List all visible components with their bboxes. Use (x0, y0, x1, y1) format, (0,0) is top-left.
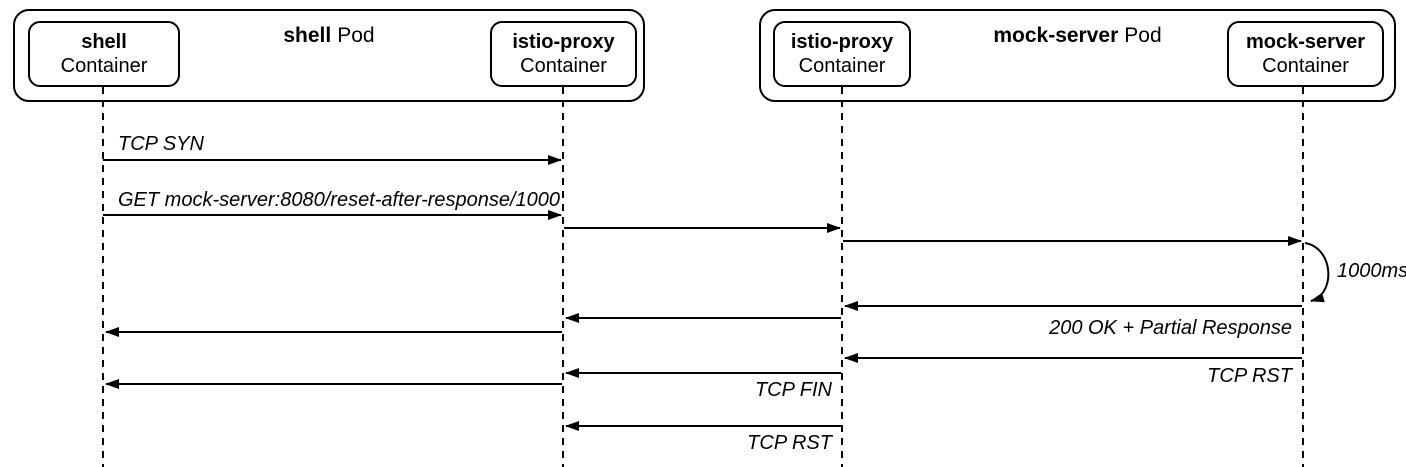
timer-self-loop (1304, 242, 1330, 303)
container-name: istio-proxy (790, 31, 894, 53)
container-kind-label: Container (520, 55, 607, 77)
pod-kind-label: Pod (337, 24, 375, 47)
container-box-istio-proxy-shell-pod: istio-proxy Container (490, 21, 637, 87)
container-box-shell: shell Container (28, 21, 180, 87)
container-kind-label: Container (60, 55, 148, 77)
container-kind-label: Container (798, 55, 886, 77)
pod-kind-label: Pod (1124, 24, 1162, 47)
container-name: shell (81, 31, 127, 53)
container-kind-label: Container (1262, 55, 1349, 77)
container-name: istio-proxy (512, 31, 615, 53)
container-box-mock-server: mock-server Container (1227, 21, 1384, 87)
message-label-http-get: GET mock-server:8080/reset-after-respons… (118, 189, 561, 211)
message-label-tcp-fin: TCP FIN (754, 379, 832, 401)
pod-name: shell (283, 24, 332, 47)
container-name: mock-server (1246, 31, 1365, 53)
pod-name: mock-server (993, 24, 1119, 47)
message-label-tcp-rst-proxy: TCP RST (747, 432, 832, 454)
message-label-response: 200 OK + Partial Response (1049, 317, 1292, 339)
container-box-istio-proxy-mock-pod: istio-proxy Container (773, 21, 911, 87)
message-label-tcp-rst-server: TCP RST (1207, 365, 1292, 387)
timer-label: 1000ms (1337, 260, 1406, 282)
message-label-tcp-syn: TCP SYN (118, 133, 204, 155)
